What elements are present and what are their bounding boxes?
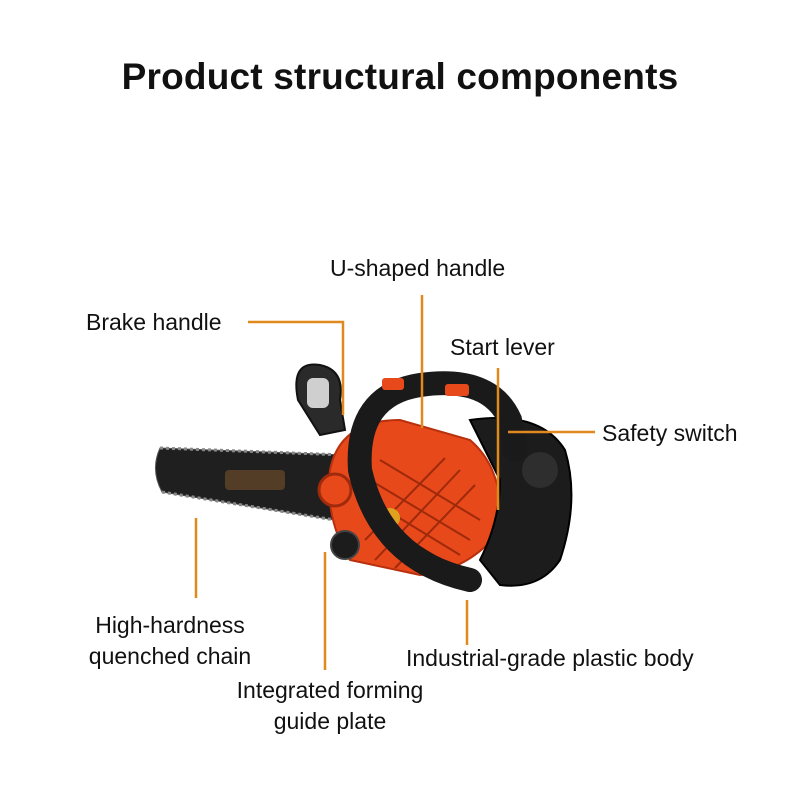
label-plastic-body: Industrial-grade plastic body	[406, 645, 694, 671]
label-chain: High-hardness quenched chain	[75, 610, 265, 672]
guide-bar	[155, 446, 346, 522]
label-u-shaped-handle: U-shaped handle	[330, 255, 506, 281]
u-shaped-handle	[347, 371, 527, 592]
label-guide-plate: Integrated forming guide plate	[215, 675, 445, 737]
label-brake-handle: Brake handle	[86, 309, 222, 335]
page-title: Product structural components	[121, 56, 679, 97]
label-guide-line1: Integrated forming	[236, 677, 424, 703]
leader-brake-handle	[248, 320, 345, 415]
rear-housing	[330, 417, 573, 587]
label-chain-line2: quenched chain	[88, 643, 252, 669]
leader-lines	[194, 295, 595, 670]
brake-handle	[295, 363, 347, 437]
label-safety-switch: Safety switch	[602, 420, 738, 446]
label-chain-line1: High-hardness	[95, 612, 245, 638]
label-start-lever: Start lever	[450, 334, 555, 360]
label-guide-line2: guide plate	[273, 708, 387, 734]
